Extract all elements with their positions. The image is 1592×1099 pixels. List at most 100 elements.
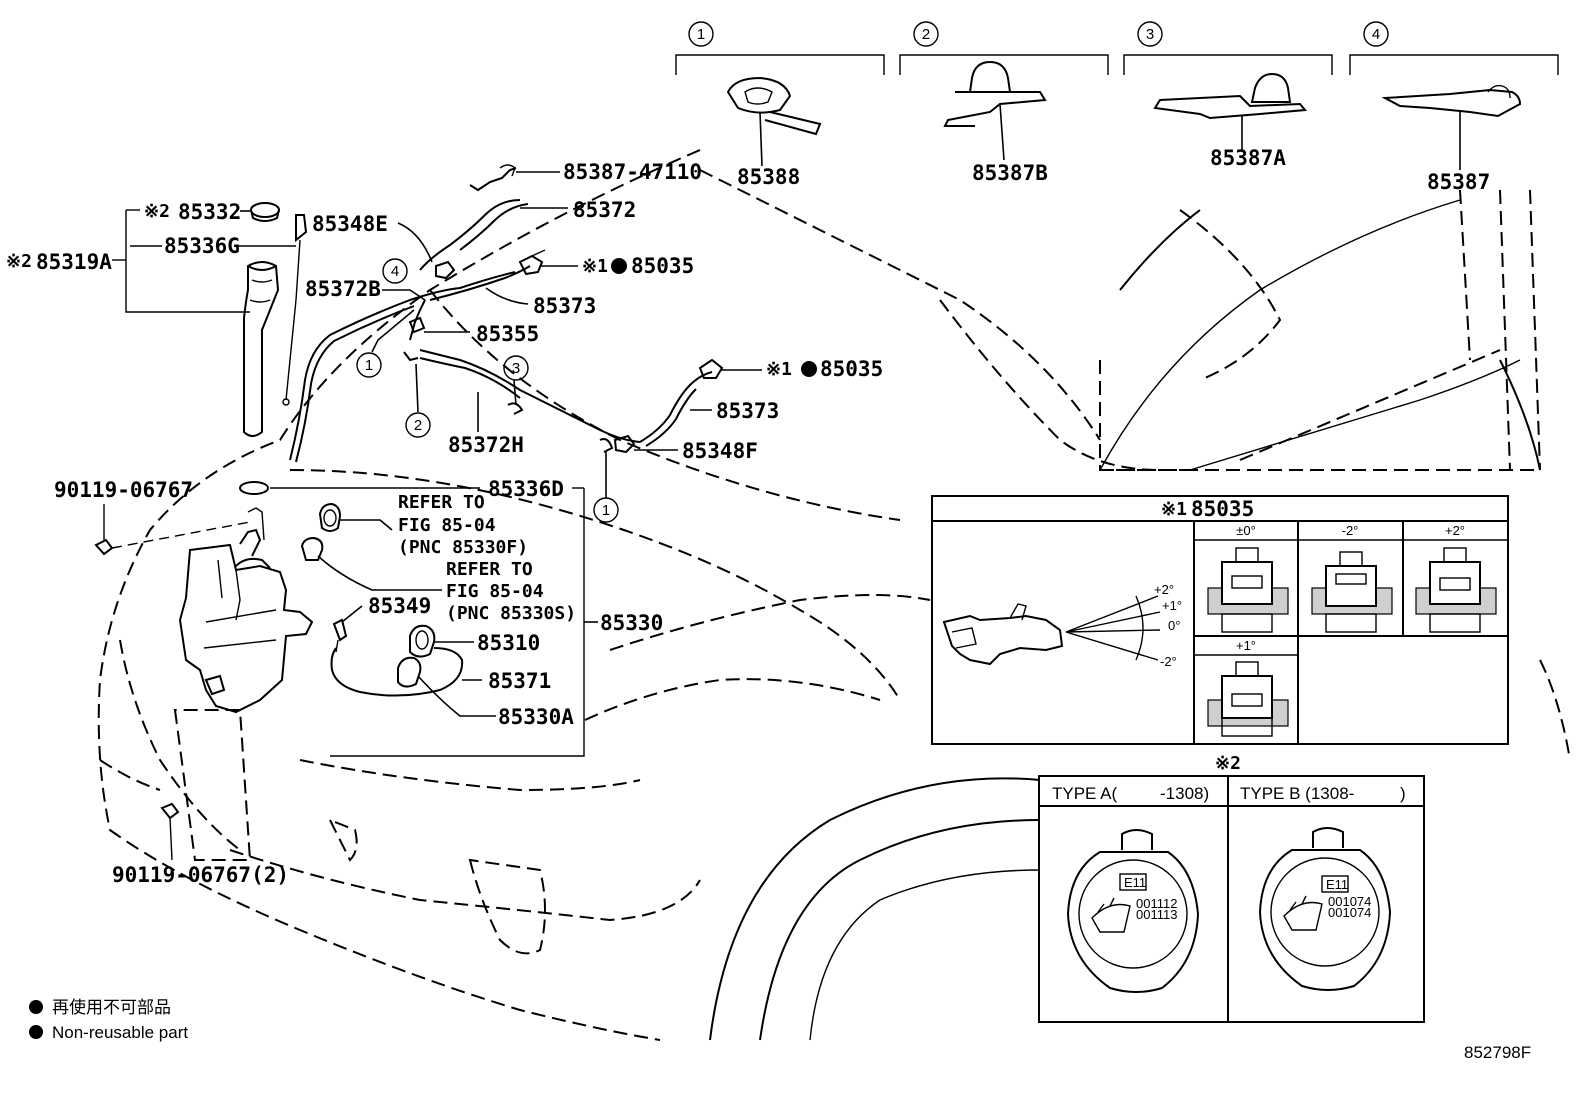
label-90119-06767: 90119-06767 xyxy=(54,478,193,502)
label-85349: 85349 xyxy=(368,594,431,618)
cap-type-a-range: -1308) xyxy=(1160,784,1209,803)
refer2-line3: (PNC 85330S) xyxy=(446,603,576,624)
refer2-line2: FIG 85-04 xyxy=(446,581,544,602)
nozzle-front-plus2-icon xyxy=(1415,547,1497,633)
angle-header-plus1: +1° xyxy=(1236,638,1256,653)
label-85387A: 85387A xyxy=(1210,146,1286,170)
label-90119-06767-2: 90119-06767(2) xyxy=(112,863,289,887)
non-reusable-dot-b xyxy=(801,361,817,377)
hose-leaders xyxy=(371,171,762,498)
label-85035-b: 85035 xyxy=(820,357,883,381)
nozzle-front-plus1-icon xyxy=(1207,661,1289,737)
nozzle-box-note-mark: ※1 xyxy=(1161,499,1187,520)
callout-3: 3 xyxy=(512,360,520,377)
pump-85330F-icon xyxy=(318,502,342,532)
refer1-line1: REFER TO xyxy=(398,492,485,513)
cap-a-num-1: 001112 xyxy=(1136,896,1177,911)
nozzle-85035-lower-icon xyxy=(698,358,724,379)
label-85355: 85355 xyxy=(476,322,539,346)
label-85336D: 85336D xyxy=(488,477,564,501)
note2-mark-a: ※2 xyxy=(144,201,170,222)
label-85336G: 85336G xyxy=(164,234,240,258)
nozzle-box-title: 85035 xyxy=(1191,497,1254,521)
fan-label-minus2: -2° xyxy=(1160,654,1177,669)
label-85319A: 85319A xyxy=(36,250,112,274)
nozzle-variant-strip: 1 2 3 4 85388 85387B 85387A xyxy=(675,21,1559,194)
cap-type-a-icon xyxy=(1066,829,1200,993)
fan-label-plus1: +1° xyxy=(1162,598,1182,613)
angle-header-0: ±0° xyxy=(1236,523,1256,538)
figure-id: 852798F xyxy=(1464,1043,1531,1062)
pump-85330A-icon xyxy=(397,656,422,688)
strip-callout-2: 2 xyxy=(922,26,930,43)
fan-label-plus2: +2° xyxy=(1154,582,1174,597)
note2-mark-b: ※2 xyxy=(6,251,32,272)
screw-90119-06767-icon xyxy=(94,504,114,556)
pump-85330S-icon xyxy=(300,536,324,561)
screw-90119-06767-2-icon xyxy=(160,802,180,861)
note1-mark-a: ※1 xyxy=(582,256,608,277)
cap-type-b-label: TYPE B (1308- xyxy=(1240,784,1354,803)
angle-header-minus2: -2° xyxy=(1342,523,1359,538)
label-85310: 85310 xyxy=(477,631,540,655)
clip-85387-icon xyxy=(1381,84,1522,118)
cap-85332-icon xyxy=(250,202,280,222)
cap-type-a-label: TYPE A( xyxy=(1052,784,1118,803)
label-85372: 85372 xyxy=(573,198,636,222)
washer-filler-group xyxy=(112,202,308,437)
legend-jp: 再使用不可部品 xyxy=(52,997,171,1017)
label-85371: 85371 xyxy=(488,669,551,693)
clip-85388-icon xyxy=(726,76,822,136)
pump-85310-icon xyxy=(409,624,436,658)
cap-b-num-1: 001074 xyxy=(1328,894,1371,909)
cap-a-code: E11 xyxy=(1124,875,1146,890)
label-85372H: 85372H xyxy=(448,433,524,457)
label-85387-47110: 85387-47110 xyxy=(563,160,702,184)
refer2-line1: REFER TO xyxy=(446,559,533,580)
car-body-outline xyxy=(97,149,1571,1041)
angle-header-plus2: +2° xyxy=(1445,523,1465,538)
cap-b-num-2: 001074 xyxy=(1328,905,1371,920)
nozzle-85035-upper-icon xyxy=(518,249,546,276)
cap-a-num-2: 001113 xyxy=(1136,907,1177,922)
fan-label-0: 0° xyxy=(1168,618,1180,633)
label-85348F: 85348F xyxy=(682,439,758,463)
strip-callout-1: 1 xyxy=(697,26,705,43)
label-85388: 85388 xyxy=(737,165,800,189)
label-85332: 85332 xyxy=(178,200,241,224)
clip-85387A-icon xyxy=(1153,72,1307,120)
strip-callout-4: 4 xyxy=(1372,26,1380,43)
non-reusable-dot-a xyxy=(611,258,627,274)
refer1-line2: FIG 85-04 xyxy=(398,515,496,536)
cap-b-code: E11 xyxy=(1326,877,1348,892)
nozzle-front-minus2-icon xyxy=(1311,551,1393,633)
legend-dot-en xyxy=(29,1025,43,1039)
label-85373-b: 85373 xyxy=(716,399,779,423)
cap-box-note-mark: ※2 xyxy=(1215,753,1241,774)
label-85330: 85330 xyxy=(600,611,663,635)
hose-callouts: 4 1 3 2 1 xyxy=(356,258,619,523)
label-85387: 85387 xyxy=(1427,170,1490,194)
label-85348E: 85348E xyxy=(312,212,388,236)
callout-1-a: 1 xyxy=(365,357,373,374)
note1-mark-b: ※1 xyxy=(766,359,792,380)
label-85387B: 85387B xyxy=(972,161,1048,185)
callout-2: 2 xyxy=(414,417,422,434)
label-85372B: 85372B xyxy=(305,277,381,301)
legend-en: Non-reusable part xyxy=(52,1023,188,1042)
refer1-line3: (PNC 85330F) xyxy=(398,537,528,558)
nozzle-front-0-icon xyxy=(1207,547,1289,633)
label-85035-a: 85035 xyxy=(631,254,694,278)
washer-tank-group xyxy=(94,481,598,861)
callout-4: 4 xyxy=(391,263,399,280)
callout-1-b: 1 xyxy=(602,502,610,519)
cap-type-b-close: ) xyxy=(1400,784,1406,803)
cap-type-box xyxy=(1038,775,1425,1023)
label-85330A: 85330A xyxy=(498,705,574,729)
label-85373-a: 85373 xyxy=(533,294,596,318)
cap-type-b-icon xyxy=(1258,827,1392,991)
strip-callout-3: 3 xyxy=(1146,26,1154,43)
clip-85387B-icon xyxy=(943,60,1047,127)
nozzle-side-view-icon xyxy=(942,603,1064,666)
